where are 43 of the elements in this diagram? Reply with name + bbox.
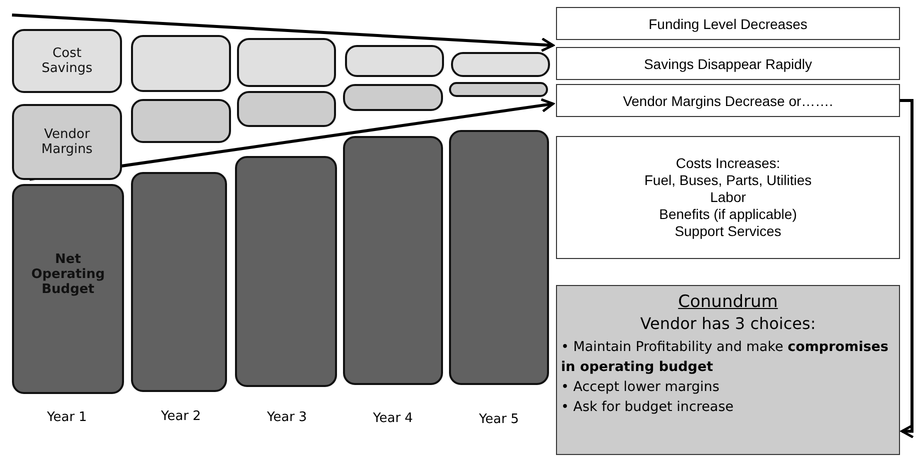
block-label: Cost Savings <box>40 46 94 76</box>
statement-text: Vendor Margins Decrease or……. <box>622 92 834 108</box>
block-label: Net Operating Budget <box>30 252 106 296</box>
block-label: Vendor Margins <box>40 127 94 157</box>
bullet-item: • Maintain Profitability and make compromises in operating budget <box>560 338 890 377</box>
margin-block <box>12 104 122 180</box>
budget-block <box>12 184 124 394</box>
bullet-item: • Accept lower margins <box>560 378 720 397</box>
arrow <box>900 99 914 438</box>
margin-block <box>237 91 336 127</box>
savings-block <box>237 38 336 87</box>
savings-block <box>131 35 231 92</box>
year-label: Year 1 <box>46 410 88 425</box>
margin-block <box>131 99 231 143</box>
statement-box <box>556 84 900 117</box>
savings-block <box>345 45 444 77</box>
heading: Conundrum <box>678 292 778 312</box>
year-label: Year 5 <box>478 412 520 427</box>
list-item: Labor <box>710 189 746 206</box>
list-item: Benefits (if applicable) <box>659 206 797 223</box>
margin-block <box>449 82 548 97</box>
year-label: Year 4 <box>372 411 414 426</box>
cost-list-box <box>556 136 900 259</box>
conundrum-box <box>556 285 900 455</box>
statement-text: Savings Disappear Rapidly <box>644 56 812 72</box>
list-item: Support Services <box>674 223 782 240</box>
statement-box <box>556 47 900 80</box>
bullet-item: • Ask for budget increase <box>560 398 734 417</box>
savings-block <box>451 52 550 77</box>
list-heading: Costs Increases: <box>676 155 780 172</box>
statement-text: Funding Level Decreases <box>648 16 808 32</box>
savings-block <box>12 29 122 93</box>
subheading: Vendor has 3 choices: <box>640 314 816 333</box>
list-item: Fuel, Buses, Parts, Utilities <box>644 172 812 189</box>
year-label: Year 3 <box>266 410 308 425</box>
budget-block <box>235 156 337 387</box>
margin-block <box>343 84 443 111</box>
budget-block <box>343 136 443 385</box>
arrow <box>12 14 554 52</box>
statement-box <box>556 7 900 40</box>
budget-block <box>131 172 227 392</box>
budget-block <box>449 130 549 385</box>
year-label: Year 2 <box>160 409 202 424</box>
